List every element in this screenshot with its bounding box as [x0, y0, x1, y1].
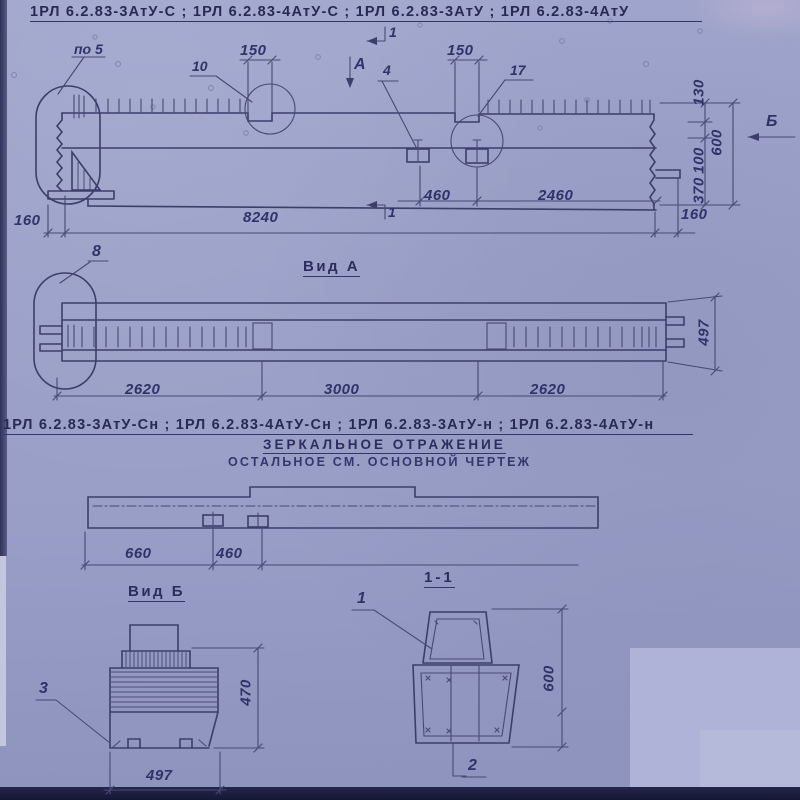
mirror-designation-title: 1РЛ 6.2.83-3АтУ-Сн ; 1РЛ 6.2.83-4АтУ-Сн …: [3, 417, 693, 435]
label-part-2: 2: [468, 757, 477, 774]
section-1-1-drawing: [351, 604, 569, 778]
section-1-1-title: 1-1: [424, 569, 455, 588]
main-elevation: [35, 26, 796, 238]
dim-160-left: 160: [14, 212, 41, 229]
marker-view-a-arrow: A: [354, 56, 366, 73]
dim-460-mirror: 460: [216, 545, 243, 562]
dim-3000: 3000: [324, 381, 360, 398]
dim-600-section: 600: [540, 665, 558, 692]
scan-topright-tint: [690, 0, 800, 38]
marker-cut-1-bottom: 1: [388, 204, 396, 220]
scan-light-patch-2: [700, 730, 800, 787]
scan-left-dark-strip: [0, 0, 7, 556]
view-a-title: Вид А: [303, 258, 361, 277]
label-po5: по 5: [74, 41, 103, 57]
label-part-4: 4: [383, 62, 391, 78]
dim-160-right: 160: [681, 206, 708, 223]
view-b-drawing: [35, 624, 265, 795]
dim-370: 370: [690, 177, 708, 204]
marker-section-b: Б: [766, 113, 778, 130]
dim-660: 660: [125, 545, 152, 562]
label-part-8: 8: [92, 243, 101, 260]
dim-130: 130: [690, 79, 708, 106]
mirror-note-line2: ОСТАЛЬНОЕ СМ. ОСНОВНОЙ ЧЕРТЕЖ: [228, 455, 532, 469]
dim-150-left: 150: [240, 42, 267, 59]
dim-2620-right: 2620: [530, 381, 566, 398]
mirror-note-line1: ЗЕРКАЛЬНОЕ ОТРАЖЕНИЕ: [263, 437, 506, 454]
mirror-profile-drawing: [80, 486, 599, 571]
scan-left-light-strip: [0, 556, 6, 746]
dim-8240: 8240: [243, 209, 279, 226]
dim-470: 470: [237, 679, 255, 706]
paper-speckles: [11, 18, 703, 136]
dim-150-right: 150: [447, 42, 474, 59]
dim-2460: 2460: [538, 187, 574, 204]
label-part-3: 3: [39, 680, 48, 697]
dim-100: 100: [690, 147, 708, 174]
label-part-10: 10: [192, 58, 208, 74]
view-b-title: Вид Б: [128, 583, 186, 602]
marker-cut-1-top: 1: [389, 24, 397, 40]
dim-2620-left: 2620: [125, 381, 161, 398]
dim-497-view-a: 497: [695, 319, 713, 346]
dim-600-main: 600: [708, 129, 726, 156]
label-part-17: 17: [510, 62, 526, 78]
view-a-drawing: [33, 260, 723, 401]
label-part-1: 1: [357, 590, 366, 607]
dim-460: 460: [424, 187, 451, 204]
top-designation-title: 1РЛ 6.2.83-3АтУ-С ; 1РЛ 6.2.83-4АтУ-С ; …: [30, 4, 702, 22]
dim-497-view-b: 497: [146, 767, 173, 784]
